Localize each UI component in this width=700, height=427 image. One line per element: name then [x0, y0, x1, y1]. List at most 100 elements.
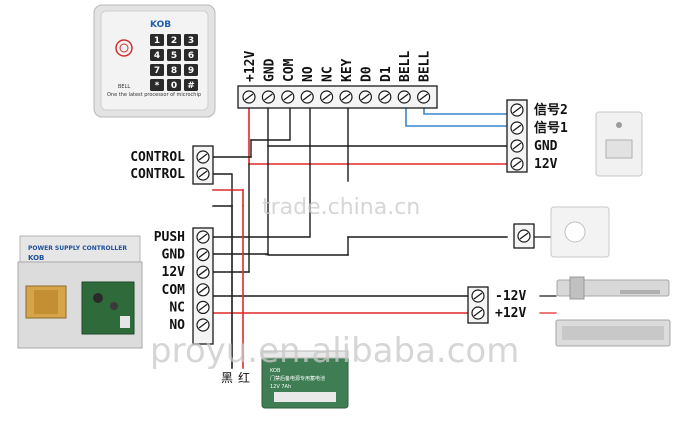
terminal-screw-icon [517, 229, 531, 243]
keypad-tagline: One the latest processor of microchip [107, 92, 201, 98]
psu-title: POWER SUPPLY CONTROLLER [28, 245, 127, 252]
blue-wire-signal1 [405, 107, 509, 127]
terminal-label: D0 [359, 66, 374, 82]
lock-terminal-block [467, 286, 489, 324]
keypad-brand: KOB [150, 20, 171, 30]
keypad-key [184, 79, 198, 91]
terminal-label: GND [262, 58, 277, 82]
backup-battery: KOB 门禁后备电源专用蓄电池 12V 7Ah [261, 350, 349, 409]
terminal-screw-icon [242, 90, 256, 104]
terminal-screw-icon [417, 90, 431, 104]
lock-terminal-labels: -12V+12V [495, 289, 526, 321]
terminal-screw-icon [510, 139, 524, 153]
terminal-label: KEY [340, 58, 355, 82]
watermark-alibaba: proyu.en.alibaba.com [150, 331, 519, 371]
terminal-screw-icon [196, 283, 210, 297]
red-wire-label: 红 [238, 370, 250, 385]
wire-no [212, 107, 311, 238]
terminal-label: COM [282, 58, 297, 82]
red-wire-12v [248, 107, 508, 165]
exit-button [550, 206, 610, 258]
terminal-screw-icon [196, 167, 210, 181]
battery-brand: KOB [270, 368, 281, 374]
keypad-terminal-block [237, 85, 438, 109]
keypad-key-label: 4 [154, 51, 160, 61]
control-terminal-block [192, 145, 214, 185]
terminal-label: 12V [534, 157, 558, 172]
terminal-screw-icon [196, 248, 210, 262]
terminal-label: CONTROL [130, 167, 185, 182]
terminal-label: CONTROL [130, 150, 185, 165]
electric-bolt-lock [556, 276, 670, 300]
keypad-key-label: 0 [171, 81, 177, 91]
terminal-label: GND [162, 248, 186, 263]
terminal-label: 信号2 [534, 102, 568, 118]
terminal-screw-icon [510, 121, 524, 135]
keypad-key [150, 49, 164, 61]
terminal-label: BELL [418, 51, 433, 82]
keypad-key-label: # [187, 81, 195, 91]
doorbell [595, 111, 643, 177]
terminal-screw-icon [378, 90, 392, 104]
terminal-label: 12V [162, 265, 186, 280]
keypad-key [167, 34, 181, 46]
wires [212, 107, 557, 369]
keypad-key [184, 64, 198, 76]
watermark-trade: trade.china.cn [262, 195, 420, 220]
terminal-screw-icon [261, 90, 275, 104]
keypad-key-label: 5 [171, 51, 177, 61]
card-reader-icon [115, 39, 133, 57]
battery-text: 门禁后备电源专用蓄电池 [270, 375, 325, 382]
terminal-screw-icon [358, 90, 372, 104]
terminal-screw-icon [397, 90, 411, 104]
terminal-label: NO [301, 66, 316, 82]
keypad-bell-label: BELL [118, 84, 130, 90]
terminal-label: +12V [243, 51, 258, 82]
keypad-key-label: 2 [171, 36, 177, 46]
doorbell-icon [616, 122, 622, 128]
power-supply-controller: POWER SUPPLY CONTROLLER KOB [17, 235, 143, 349]
psu-brand: KOB [28, 254, 44, 262]
keypad-key-label: 3 [188, 36, 194, 46]
terminal-label: GND [534, 139, 558, 154]
keypad-key [150, 79, 164, 91]
psu-terminal-labels: PUSH GND 12V COM NC NO [154, 230, 185, 333]
terminal-screw-icon [281, 90, 295, 104]
terminal-screw-icon [471, 289, 485, 303]
wire-control2 [212, 173, 233, 191]
terminal-label: 信号1 [534, 120, 568, 136]
terminal-screw-icon [320, 90, 334, 104]
terminal-screw-icon [196, 265, 210, 279]
terminal-label: +12V [495, 306, 526, 321]
terminal-label: NC [321, 66, 336, 82]
keypad-key-label: 6 [188, 51, 194, 61]
keypad-key-label: * [155, 81, 160, 91]
keypad-key [184, 49, 198, 61]
terminal-screw-icon [196, 150, 210, 164]
keypad-key-label: 7 [154, 66, 160, 76]
terminal-label: BELL [398, 51, 413, 82]
keypad-key [167, 49, 181, 61]
black-wire-label: 黑 [221, 371, 233, 385]
exit-button-terminal-block [513, 223, 535, 249]
control-terminal-labels: CONTROL CONTROL [130, 150, 185, 182]
terminal-label: NC [169, 300, 185, 315]
terminal-label: PUSH [154, 230, 185, 245]
terminal-screw-icon [339, 90, 353, 104]
keypad-key [184, 34, 198, 46]
terminal-label: COM [162, 283, 186, 298]
terminal-screw-icon [510, 103, 524, 117]
battery-rating: 12V 7Ah [270, 384, 291, 390]
terminal-screw-icon [300, 90, 314, 104]
keypad-key-label: 8 [171, 66, 177, 76]
keypad-key-label: 1 [154, 36, 160, 46]
doorbell-terminal-block [506, 99, 528, 173]
terminal-label: NO [169, 318, 185, 333]
terminal-screw-icon [510, 157, 524, 171]
terminal-screw-icon [196, 318, 210, 332]
psu-terminal-block [192, 227, 214, 345]
